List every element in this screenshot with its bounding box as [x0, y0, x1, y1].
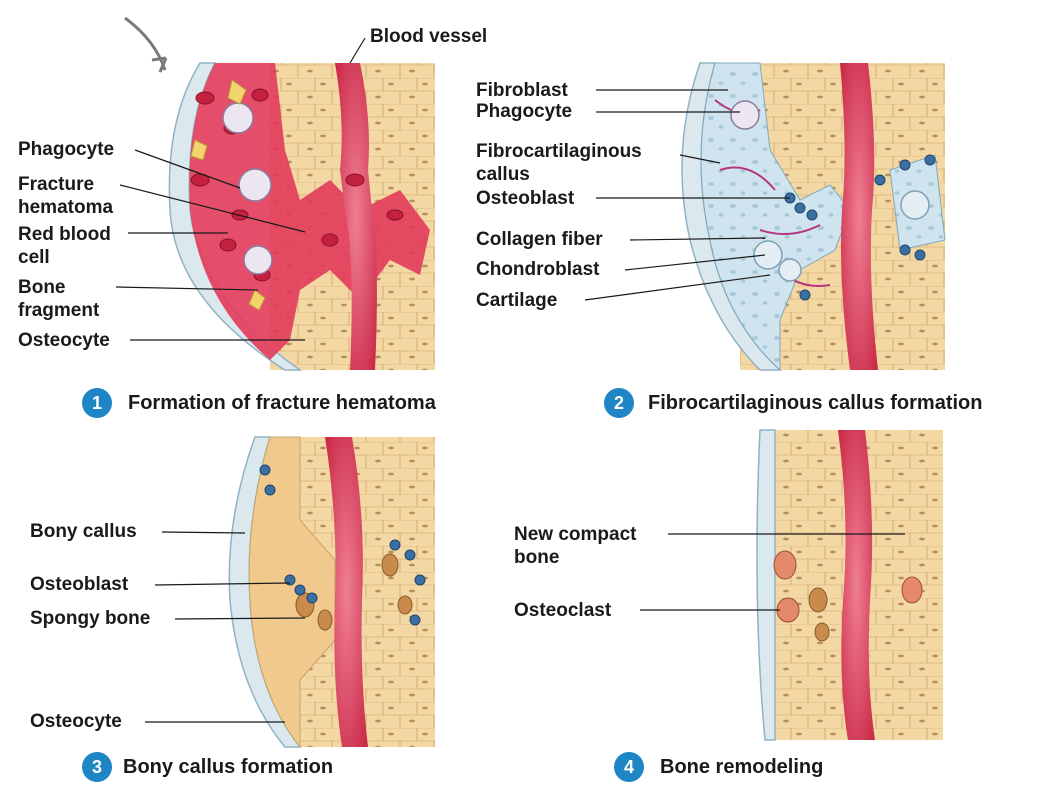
panel-4-illustration — [757, 430, 943, 740]
panel-3-illustration — [229, 437, 435, 747]
label-bone-fragment-line-2: fragment — [18, 300, 99, 322]
label-spongy-bone: Spongy bone — [30, 608, 150, 630]
caption-step-3: Bony callus formation — [123, 755, 333, 779]
arrow — [125, 18, 165, 70]
label-fracture-hematoma-line-2: hematoma — [18, 197, 113, 219]
label-osteocyte-3: Osteocyte — [30, 711, 122, 733]
label-phagocyte-1: Phagocyte — [18, 139, 114, 161]
step-badge-2: 2 — [604, 388, 634, 418]
panel-1-illustration — [169, 63, 435, 370]
label-new-compact-bone-line-1: New compact — [514, 524, 636, 546]
label-collagen-fiber: Collagen fiber — [476, 229, 603, 251]
label-red-blood-cell-line-1: Red blood — [18, 224, 111, 246]
label-fracture-hematoma-line-1: Fracture — [18, 174, 94, 196]
label-new-compact-bone-line-2: bone — [514, 547, 559, 569]
label-osteoblast-3: Osteoblast — [30, 574, 128, 596]
label-chondroblast: Chondroblast — [476, 259, 600, 281]
caption-step-4: Bone remodeling — [660, 755, 823, 779]
label-bony-callus: Bony callus — [30, 521, 137, 543]
step-badge-1: 1 — [82, 388, 112, 418]
label-osteoblast-2: Osteoblast — [476, 188, 574, 210]
panel-4-periosteum — [757, 430, 775, 740]
label-fibroblast: Fibroblast — [476, 80, 568, 102]
label-osteoclast: Osteoclast — [514, 600, 611, 622]
label-cartilage: Cartilage — [476, 290, 557, 312]
panel-2-illustration — [682, 63, 945, 370]
label-bone-fragment-line-1: Bone — [18, 277, 66, 299]
label-osteocyte-1: Osteocyte — [18, 330, 110, 352]
step-badge-3: 3 — [82, 752, 112, 782]
step-badge-4: 4 — [614, 752, 644, 782]
label-fibrocartilaginous-callus-line-1: Fibrocartilaginous — [476, 141, 642, 163]
label-fibrocartilaginous-callus-line-2: callus — [476, 164, 530, 186]
label-blood-vessel: Blood vessel — [370, 26, 487, 48]
label-red-blood-cell-line-2: cell — [18, 247, 50, 269]
label-phagocyte-2: Phagocyte — [476, 101, 572, 123]
caption-step-2: Fibrocartilaginous callus formation — [648, 391, 983, 415]
phagocyte-2 — [731, 101, 759, 129]
caption-step-1: Formation of fracture hematoma — [128, 391, 436, 415]
